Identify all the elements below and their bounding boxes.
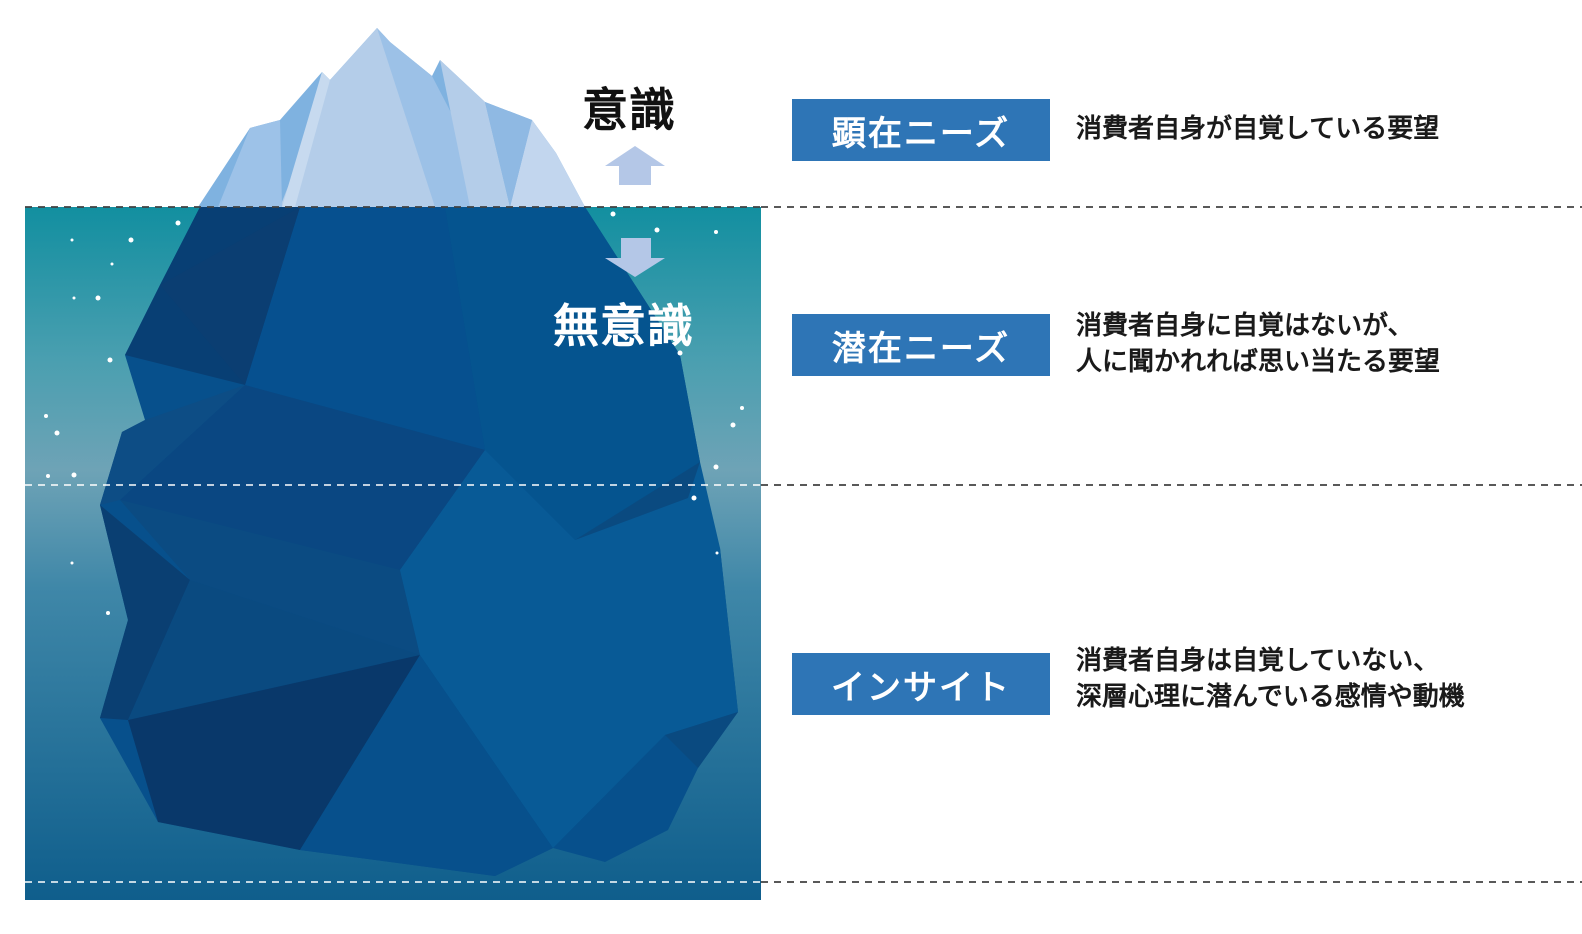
insight-description: 消費者自身は自覚していない、 深層心理に潜んでいる感情や動機	[1076, 643, 1465, 715]
explicit-needs-description: 消費者自身が自覚している要望	[1076, 111, 1439, 147]
conscious-label: 意識	[582, 74, 676, 140]
insight-description-line-1: 消費者自身は自覚していない、	[1076, 643, 1465, 679]
latent-needs-description-line-2: 人に聞かれれば思い当たる要望	[1076, 344, 1440, 380]
explicit-needs-description-line: 消費者自身が自覚している要望	[1076, 111, 1439, 147]
latent-needs-description-line-1: 消費者自身に自覚はないが、	[1076, 308, 1440, 344]
insight-description-line-2: 深層心理に潜んでいる感情や動機	[1076, 679, 1465, 715]
arrow-up-icon	[605, 146, 665, 185]
insight-label: インサイト	[792, 653, 1050, 715]
explicit-needs-label: 顕在ニーズ	[792, 99, 1050, 161]
latent-needs-label: 潜在ニーズ	[792, 314, 1050, 376]
latent-needs-description: 消費者自身に自覚はないが、 人に聞かれれば思い当たる要望	[1076, 308, 1440, 380]
iceberg-tip	[198, 28, 585, 207]
unconscious-label: 無意識	[553, 290, 694, 356]
